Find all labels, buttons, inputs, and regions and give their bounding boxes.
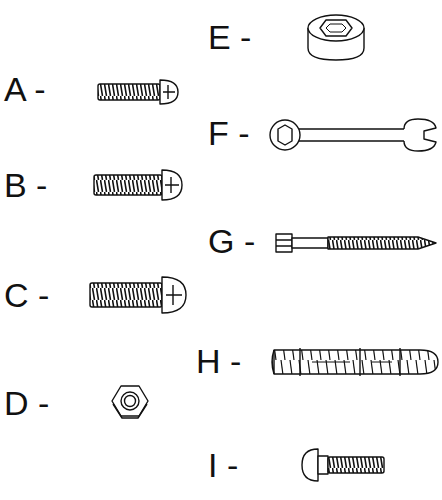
part-letter: I - (208, 446, 238, 484)
screw-a (98, 80, 178, 104)
screw-c (90, 277, 186, 313)
part-letter: D - (4, 384, 49, 422)
part-letter: B - (4, 166, 47, 204)
part-letter: A - (4, 70, 46, 108)
part-letter: E - (208, 18, 251, 56)
part-letter: C - (4, 276, 49, 314)
part-letter: G - (208, 222, 255, 260)
part-letter: H - (196, 342, 241, 380)
lag-bolt (276, 234, 436, 252)
socket (308, 15, 364, 60)
wall-anchor (272, 348, 438, 376)
part-letter: F - (208, 114, 250, 152)
screw-b (94, 170, 182, 200)
hex-nut (112, 386, 148, 418)
wrench (270, 119, 436, 151)
carriage-bolt (302, 449, 384, 481)
